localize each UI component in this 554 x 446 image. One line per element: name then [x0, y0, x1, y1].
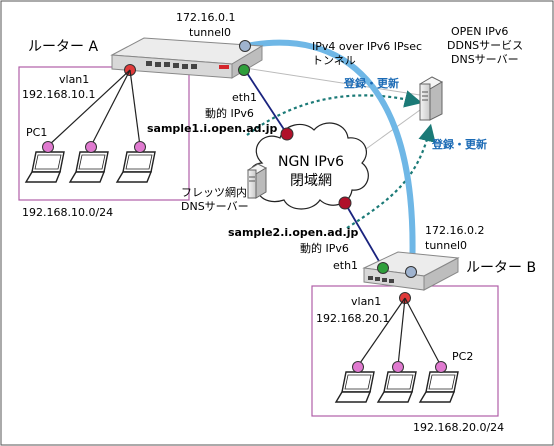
pc-b-2	[376, 371, 417, 403]
ngn-label-2: 閉域網	[290, 173, 332, 189]
register-arrow-a	[246, 90, 423, 136]
router-b-tunnel-if: tunnel0	[425, 239, 467, 252]
flets-dns-label-2: DNSサーバー	[181, 200, 249, 213]
pc2-label: PC2	[452, 350, 473, 363]
pc-b-2-port	[392, 361, 404, 373]
router-a-lan-net: 192.168.10.0/24	[22, 206, 113, 219]
router-a-eth-if: eth1	[232, 91, 257, 104]
pc-a-1	[24, 151, 65, 183]
router-a-tunnel-if: tunnel0	[189, 26, 231, 39]
lan-link-a-pc2	[90, 69, 131, 147]
router-a-tunnel-port	[239, 40, 251, 52]
pc-b-3-port	[435, 361, 447, 373]
open-server-label-1: OPEN IPv6	[451, 25, 508, 38]
lan-link-a-pc3	[129, 69, 141, 147]
router-a-eth-addr: 動的 IPv6	[205, 106, 254, 120]
tunnel-label-1: IPv4 over IPv6 IPsec	[312, 40, 422, 53]
lan-link-a-pc1	[47, 69, 131, 147]
lan-link-b-pc1	[357, 297, 406, 367]
router-a-tunnel-ip: 172.16.0.1	[176, 11, 235, 24]
flets-dns-label-1: フレッツ網内	[181, 185, 247, 199]
pc-b-1	[334, 371, 375, 403]
router-b-eth-port	[377, 262, 389, 274]
pc-b-3	[418, 371, 459, 403]
register-label-b: 登録・更新	[431, 137, 487, 151]
register-arrow-b	[346, 123, 436, 229]
link-a-server	[244, 67, 421, 96]
pc-a-2-port	[85, 141, 97, 153]
ipsec-tunnel	[243, 39, 416, 275]
router-b-lan-ip: 192.168.20.1	[316, 312, 389, 325]
router-a-lan-ip: 192.168.10.1	[22, 88, 95, 101]
tunnel-label-2: トンネル	[312, 54, 356, 67]
wan-link-a	[244, 69, 288, 135]
pc-b-1-port	[352, 361, 364, 373]
router-b-tunnel-port	[405, 266, 417, 278]
open-dns-server	[418, 76, 444, 121]
router-b-lan-if: vlan1	[351, 295, 381, 308]
router-b-fqdn: sample2.i.open.ad.jp	[228, 226, 358, 239]
lan-link-b-pc3	[404, 297, 442, 367]
wan-link-b	[344, 202, 384, 269]
router-b-lan-net: 192.168.20.0/24	[413, 421, 504, 434]
router-a-lan-if: vlan1	[59, 73, 89, 86]
router-a	[110, 37, 264, 79]
register-label-a: 登録・更新	[343, 76, 399, 90]
open-server-label-2: DDNSサービス	[447, 39, 523, 52]
lan-box-a	[18, 66, 190, 201]
router-b-eth-if: eth1	[333, 259, 358, 272]
ngn-port-a	[280, 127, 294, 141]
router-b-name: ルーター B	[466, 260, 536, 276]
router-b-tunnel-ip: 172.16.0.2	[425, 224, 484, 237]
ngn-port-b	[338, 196, 352, 210]
ngn-label-1: NGN IPv6	[278, 154, 344, 170]
router-a-eth-port	[238, 64, 250, 76]
pc1-label: PC1	[26, 126, 47, 139]
pc-a-2	[68, 151, 109, 183]
router-a-fqdn: sample1.i.open.ad.jp	[147, 122, 277, 135]
pc-a-3	[115, 151, 156, 183]
open-server-label-3: DNSサーバー	[451, 53, 519, 66]
pc-a-1-port	[42, 141, 54, 153]
router-a-name: ルーター A	[28, 39, 98, 55]
pc-a-3-port	[134, 141, 146, 153]
lan-link-b-pc2	[397, 297, 406, 367]
flets-dns-server	[246, 163, 268, 199]
router-b-eth-addr: 動的 IPv6	[300, 241, 349, 255]
ngn-cloud	[249, 122, 369, 210]
